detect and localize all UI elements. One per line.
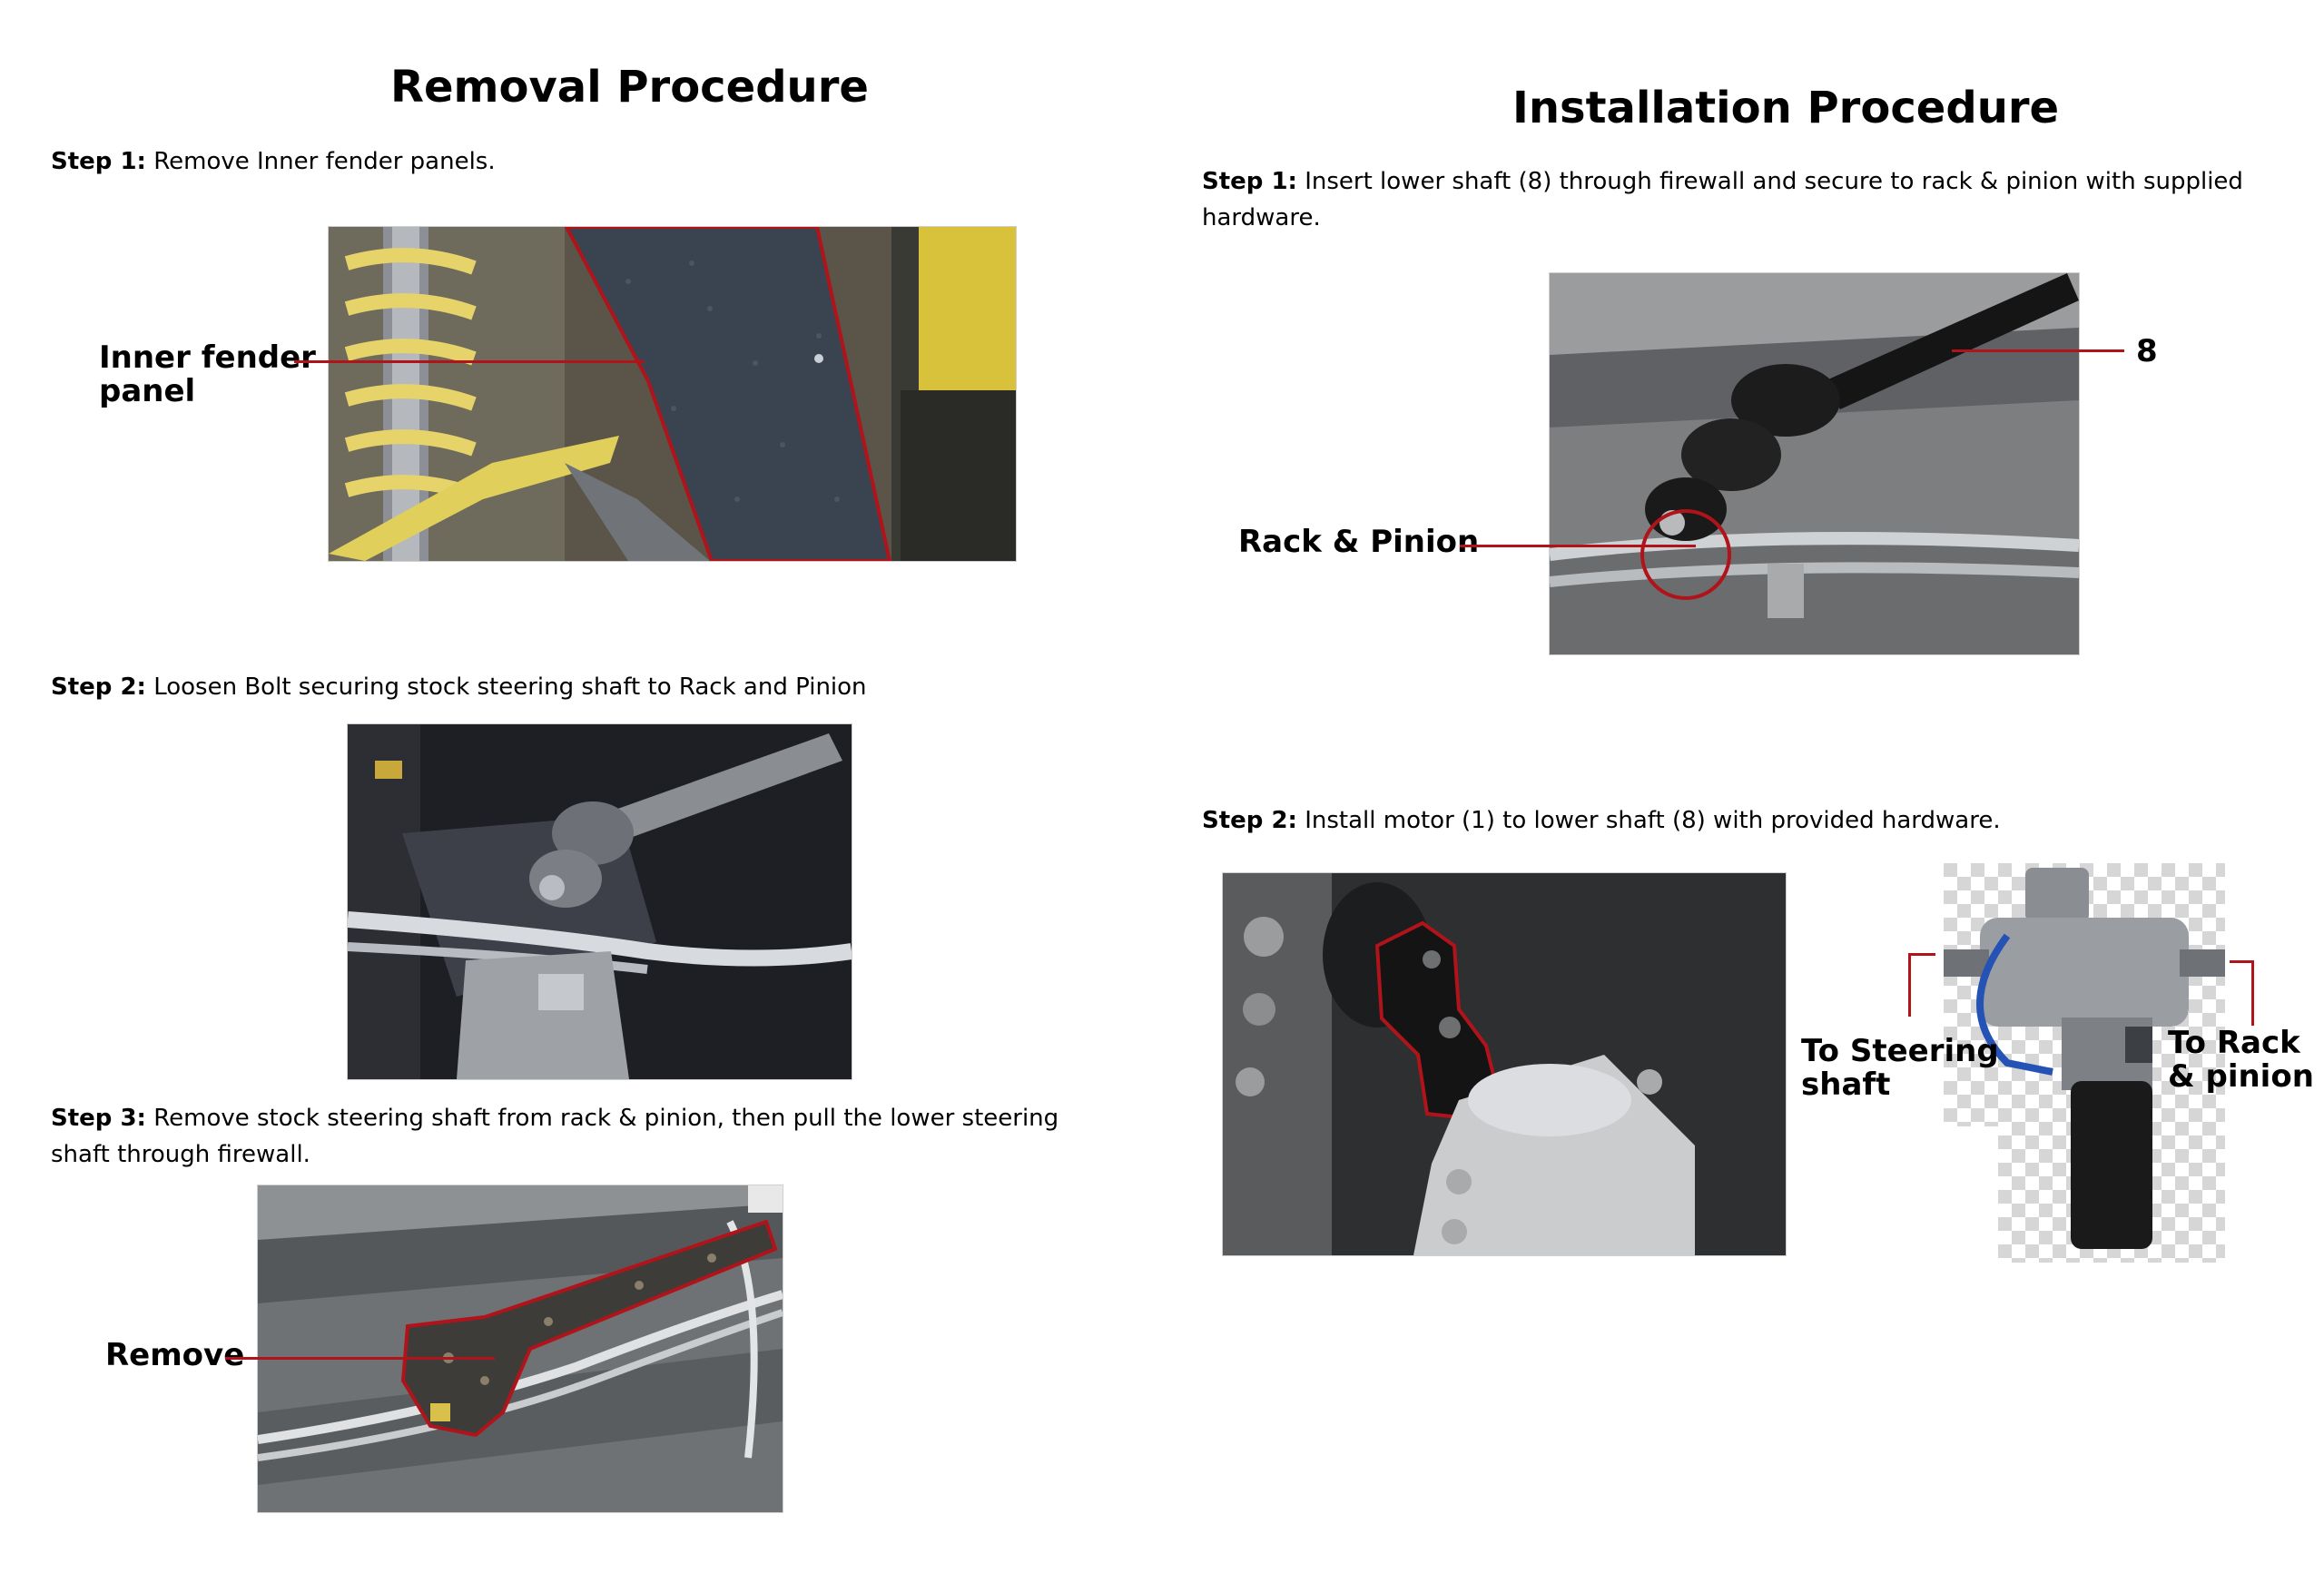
step-text: Remove Inner fender panels. xyxy=(153,148,496,175)
remove-shaft-photo xyxy=(257,1185,783,1513)
callout-to-rack: To Rack & pinion xyxy=(2168,1027,2314,1094)
step-text: Remove stock steering shaft from rack & … xyxy=(51,1105,1059,1168)
removal-step-1: Step 1: Remove Inner fender panels. xyxy=(51,143,1095,180)
motor-diagram-photo xyxy=(1944,863,2225,1263)
step-label: Step 2: xyxy=(1202,807,1297,834)
callout-remove: Remove xyxy=(105,1337,245,1373)
step-label: Step 1: xyxy=(51,148,146,175)
to-rack-vleader xyxy=(2251,960,2254,1026)
installation-step-1: Step 1: Insert lower shaft (8) through f… xyxy=(1202,163,2246,236)
rack-pinion-leader xyxy=(1460,545,1696,547)
motor-install-photo xyxy=(1222,872,1787,1256)
removal-step-3: Step 3: Remove stock steering shaft from… xyxy=(51,1100,1095,1173)
lower-shaft-photo xyxy=(1549,272,2080,655)
part-8-leader xyxy=(1952,349,2124,352)
callout-to-steering-line1: To Steering xyxy=(1801,1033,1999,1069)
callout-inner-fender-line1: Inner fender xyxy=(99,339,316,376)
callout-to-steering-line2: shaft xyxy=(1801,1067,1891,1103)
to-rack-hleader xyxy=(2230,960,2254,963)
step-text: Install motor (1) to lower shaft (8) wit… xyxy=(1305,807,2001,834)
callout-to-rack-line2: & pinion xyxy=(2168,1058,2314,1095)
removal-step-2: Step 2: Loosen Bolt securing stock steer… xyxy=(51,669,1095,705)
callout-to-rack-line1: To Rack xyxy=(2168,1025,2300,1061)
installation-title: Installation Procedure xyxy=(1512,83,2060,133)
to-steering-hleader xyxy=(1908,953,1935,956)
step-label: Step 2: xyxy=(51,673,146,701)
removal-title: Removal Procedure xyxy=(390,62,869,113)
to-steering-vleader xyxy=(1908,953,1911,1017)
callout-to-steering: To Steering shaft xyxy=(1801,1035,1999,1102)
callout-part-8: 8 xyxy=(2136,333,2158,369)
step-text: Loosen Bolt securing stock steering shaf… xyxy=(153,673,867,701)
remove-leader xyxy=(225,1357,495,1360)
callout-inner-fender-line2: panel xyxy=(99,373,196,409)
steering-bolt-photo xyxy=(347,723,852,1080)
step-label: Step 3: xyxy=(51,1105,146,1132)
callout-inner-fender: Inner fender panel xyxy=(99,341,316,408)
callout-rack-pinion: Rack & Pinion xyxy=(1238,524,1480,560)
installation-step-2: Step 2: Install motor (1) to lower shaft… xyxy=(1202,802,2246,839)
inner-fender-photo xyxy=(328,226,1017,562)
inner-fender-leader xyxy=(294,360,645,363)
step-text: Insert lower shaft (8) through firewall … xyxy=(1202,168,2243,231)
step-label: Step 1: xyxy=(1202,168,1297,195)
